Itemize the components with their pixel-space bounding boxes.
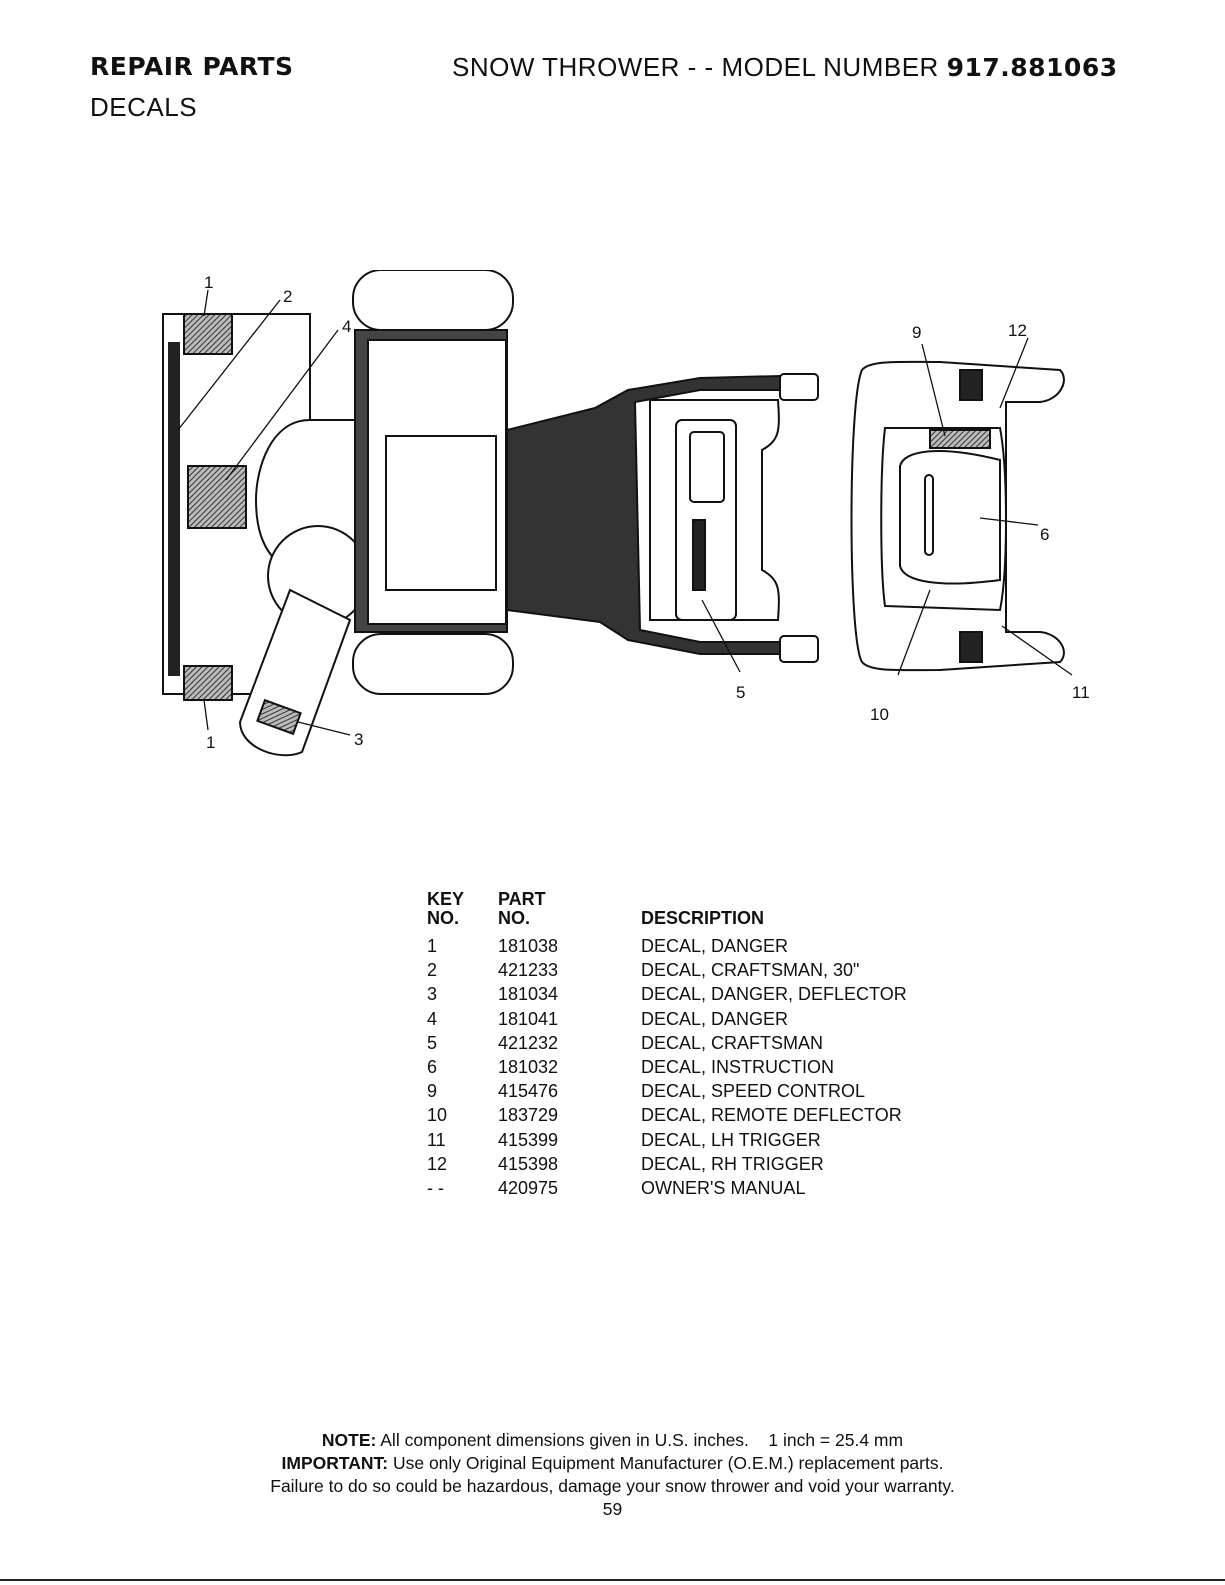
part-header-line1: PART (498, 889, 546, 909)
page-title: SNOW THROWER - - MODEL NUMBER 917.881063 (452, 52, 1118, 83)
leader-lines (177, 289, 1073, 736)
description-cell: DECAL, LH TRIGGER (641, 1129, 821, 1150)
table-row: 10 183729 DECAL, REMOTE DEFLECTOR (427, 1103, 971, 1127)
model-number: 917.881063 (946, 53, 1118, 82)
part-number-cell: 415399 (498, 1129, 559, 1150)
table-row: 9 415476 DECAL, SPEED CONTROL (427, 1079, 971, 1103)
part-number-cell: 183729 (498, 1105, 559, 1126)
description-cell: DECAL, REMOTE DEFLECTOR (641, 1105, 902, 1126)
table-row: 3 181034 DECAL, DANGER, DEFLECTOR (427, 982, 971, 1006)
description-cell: DECAL, SPEED CONTROL (641, 1081, 866, 1102)
description-cell: DECAL, CRAFTSMAN (641, 1032, 824, 1053)
callout-1: 1 (204, 273, 213, 292)
callout-3: 3 (354, 730, 363, 749)
description-cell: DECAL, DANGER, DEFLECTOR (641, 984, 907, 1005)
description-header: DESCRIPTION (641, 908, 765, 928)
table-row: 1 181038 DECAL, DANGER (427, 934, 971, 958)
important-label: IMPORTANT: (281, 1453, 389, 1473)
section-title: REPAIR PARTS (90, 52, 294, 81)
key-cell: 6 (427, 1056, 438, 1077)
description-cell: DECAL, DANGER (641, 1008, 789, 1029)
description-cell: DECAL, CRAFTSMAN, 30" (641, 960, 860, 981)
important-text: Use only Original Equipment Manufacturer… (388, 1453, 944, 1473)
part-header-line2: NO. (498, 908, 531, 928)
table-row: 12 415398 DECAL, RH TRIGGER (427, 1152, 971, 1176)
part-number-cell: 181032 (498, 1056, 559, 1077)
part-number-cell: 415476 (498, 1081, 559, 1102)
description-cell: DECAL, DANGER (641, 936, 789, 956)
important-line: IMPORTANT: Use only Original Equipment M… (0, 1453, 1225, 1474)
part-number-cell: 421233 (498, 960, 559, 981)
key-header-line1: KEY (427, 889, 465, 909)
part-number-cell: 415398 (498, 1153, 559, 1174)
key-header: KEY NO. (427, 890, 498, 928)
part-number-cell: 181038 (498, 936, 559, 956)
part-number-cell: 421232 (498, 1032, 559, 1053)
parts-table-header: KEY NO. PART NO. DESCRIPTION (427, 884, 971, 928)
part-number-cell: 181041 (498, 1008, 559, 1029)
key-cell: 10 (427, 1105, 448, 1126)
key-cell: 4 (427, 1008, 438, 1029)
page-number: 59 (602, 1499, 623, 1519)
part-header: PART NO. (498, 890, 641, 928)
callout-11: 11 (1072, 683, 1090, 702)
note-line: NOTE: All component dimensions given in … (0, 1430, 1225, 1451)
key-cell: 1 (427, 936, 438, 956)
key-cell: - - (427, 1177, 444, 1198)
auger-housing (162, 313, 356, 701)
key-cell: 3 (427, 984, 438, 1005)
description-cell: DECAL, RH TRIGGER (641, 1153, 824, 1174)
key-header-line2: NO. (427, 908, 460, 928)
key-cell: 2 (427, 960, 438, 981)
note-label: NOTE: (321, 1430, 377, 1450)
callout-12: 12 (1008, 321, 1027, 340)
key-cell: 5 (427, 1032, 438, 1053)
callout-10: 10 (870, 705, 889, 724)
table-row: - - 420975 OWNER'S MANUAL (427, 1176, 971, 1200)
key-cell: 11 (427, 1129, 446, 1150)
table-row: 6 181032 DECAL, INSTRUCTION (427, 1055, 971, 1079)
callout-9: 9 (912, 323, 921, 342)
key-cell: 9 (427, 1081, 438, 1102)
frame (354, 329, 819, 663)
callout-1b: 1 (206, 733, 215, 752)
subsection-title: DECALS (90, 92, 198, 122)
table-row: 5 421232 DECAL, CRAFTSMAN (427, 1031, 971, 1055)
note-text: All component dimensions given in U.S. i… (376, 1430, 904, 1450)
discharge-chute (238, 525, 369, 757)
callout-4: 4 (342, 317, 351, 336)
warning-line: Failure to do so could be hazardous, dam… (270, 1476, 955, 1496)
callout-5: 5 (736, 683, 745, 702)
bottom-rule (0, 1579, 1225, 1581)
table-row: 4 181041 DECAL, DANGER (427, 1007, 971, 1031)
part-number-cell: 420975 (498, 1177, 559, 1198)
callout-2: 2 (283, 287, 292, 306)
wheels (352, 270, 514, 695)
decals-diagram: 1 2 4 1 3 5 9 12 6 11 10 (162, 270, 1090, 757)
table-row: 2 421233 DECAL, CRAFTSMAN, 30" (427, 958, 971, 982)
title-prefix: SNOW THROWER - - MODEL NUMBER (452, 52, 947, 82)
handle-panel (850, 360, 1065, 672)
key-cell: 12 (427, 1153, 448, 1174)
callout-6: 6 (1040, 525, 1049, 544)
part-number-cell: 181034 (498, 984, 559, 1005)
description-cell: DECAL, INSTRUCTION (641, 1056, 835, 1077)
description-cell: OWNER'S MANUAL (641, 1177, 806, 1198)
table-row: 11 415399 DECAL, LH TRIGGER (427, 1128, 971, 1152)
